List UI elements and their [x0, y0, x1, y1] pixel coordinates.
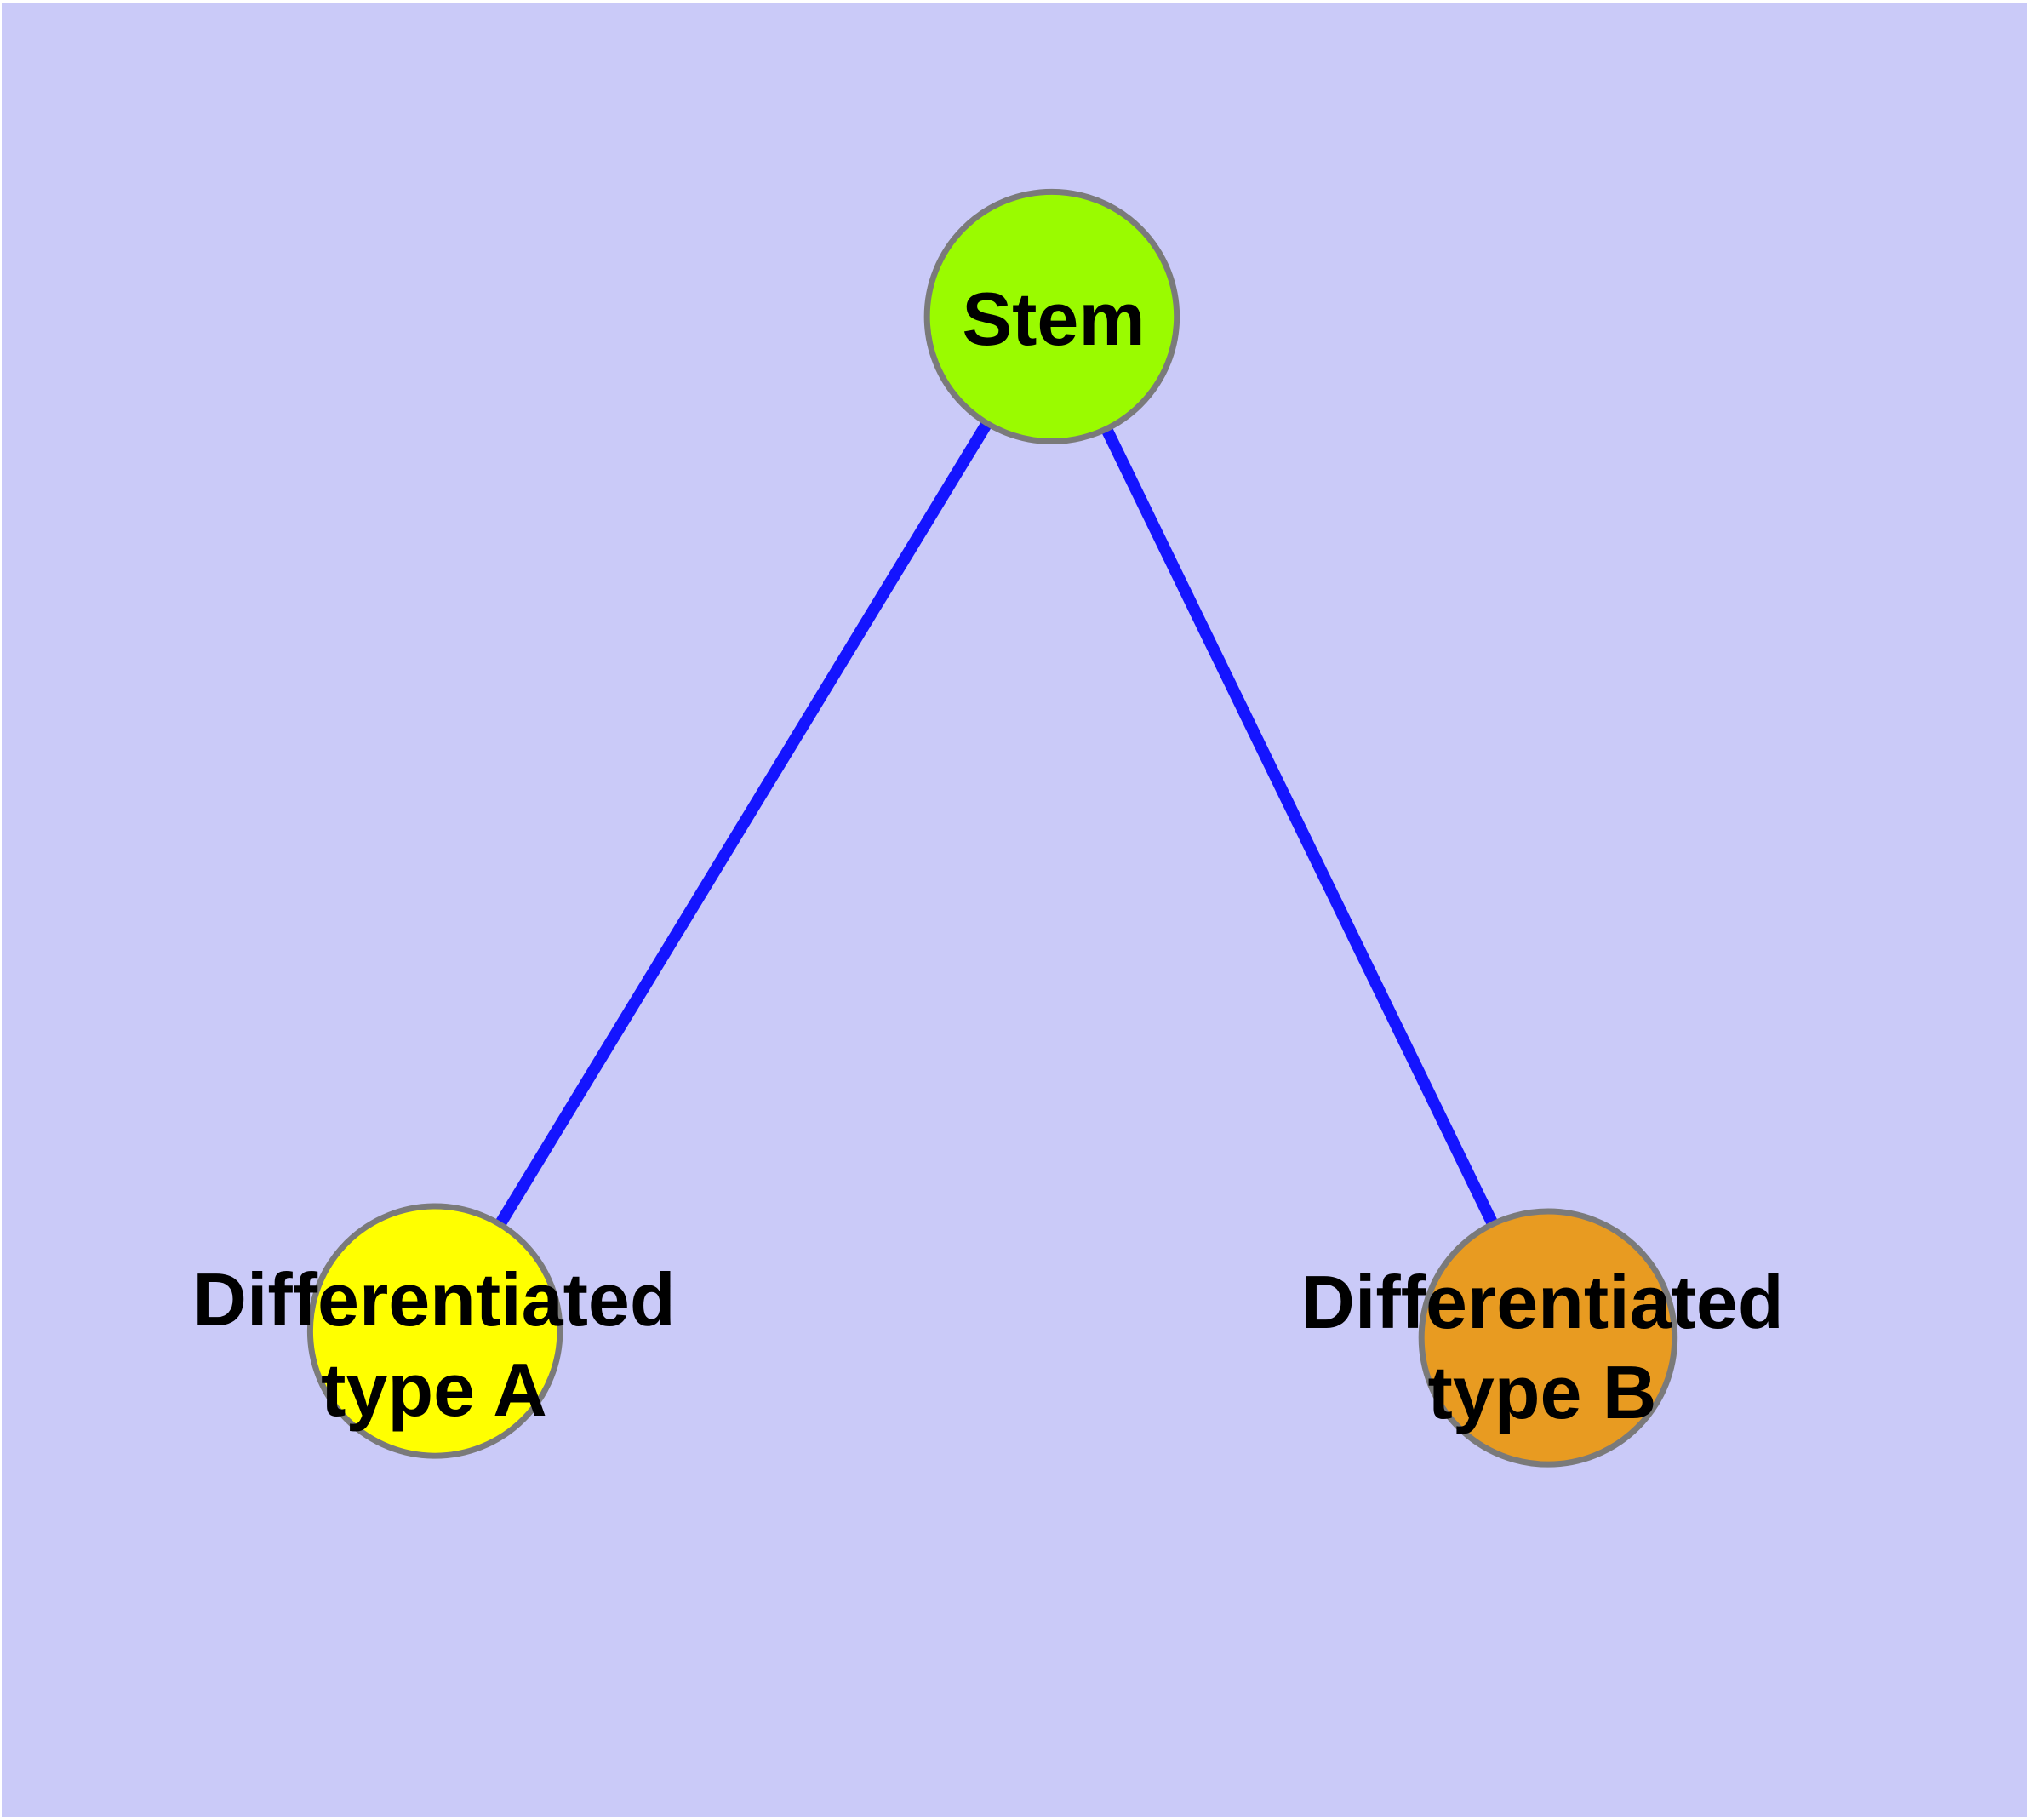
node-stem[interactable]	[923, 188, 1180, 445]
diagram-canvas: Stem Differentiated type A Differentiate…	[2, 3, 2027, 1817]
edge-stem-to-type-a	[430, 313, 1057, 1335]
graph-svg	[2, 3, 2027, 1817]
node-differentiated-type-a[interactable]	[306, 1203, 563, 1459]
node-differentiated-type-b[interactable]	[1418, 1208, 1678, 1468]
edge-stem-to-type-b	[1046, 313, 1554, 1341]
